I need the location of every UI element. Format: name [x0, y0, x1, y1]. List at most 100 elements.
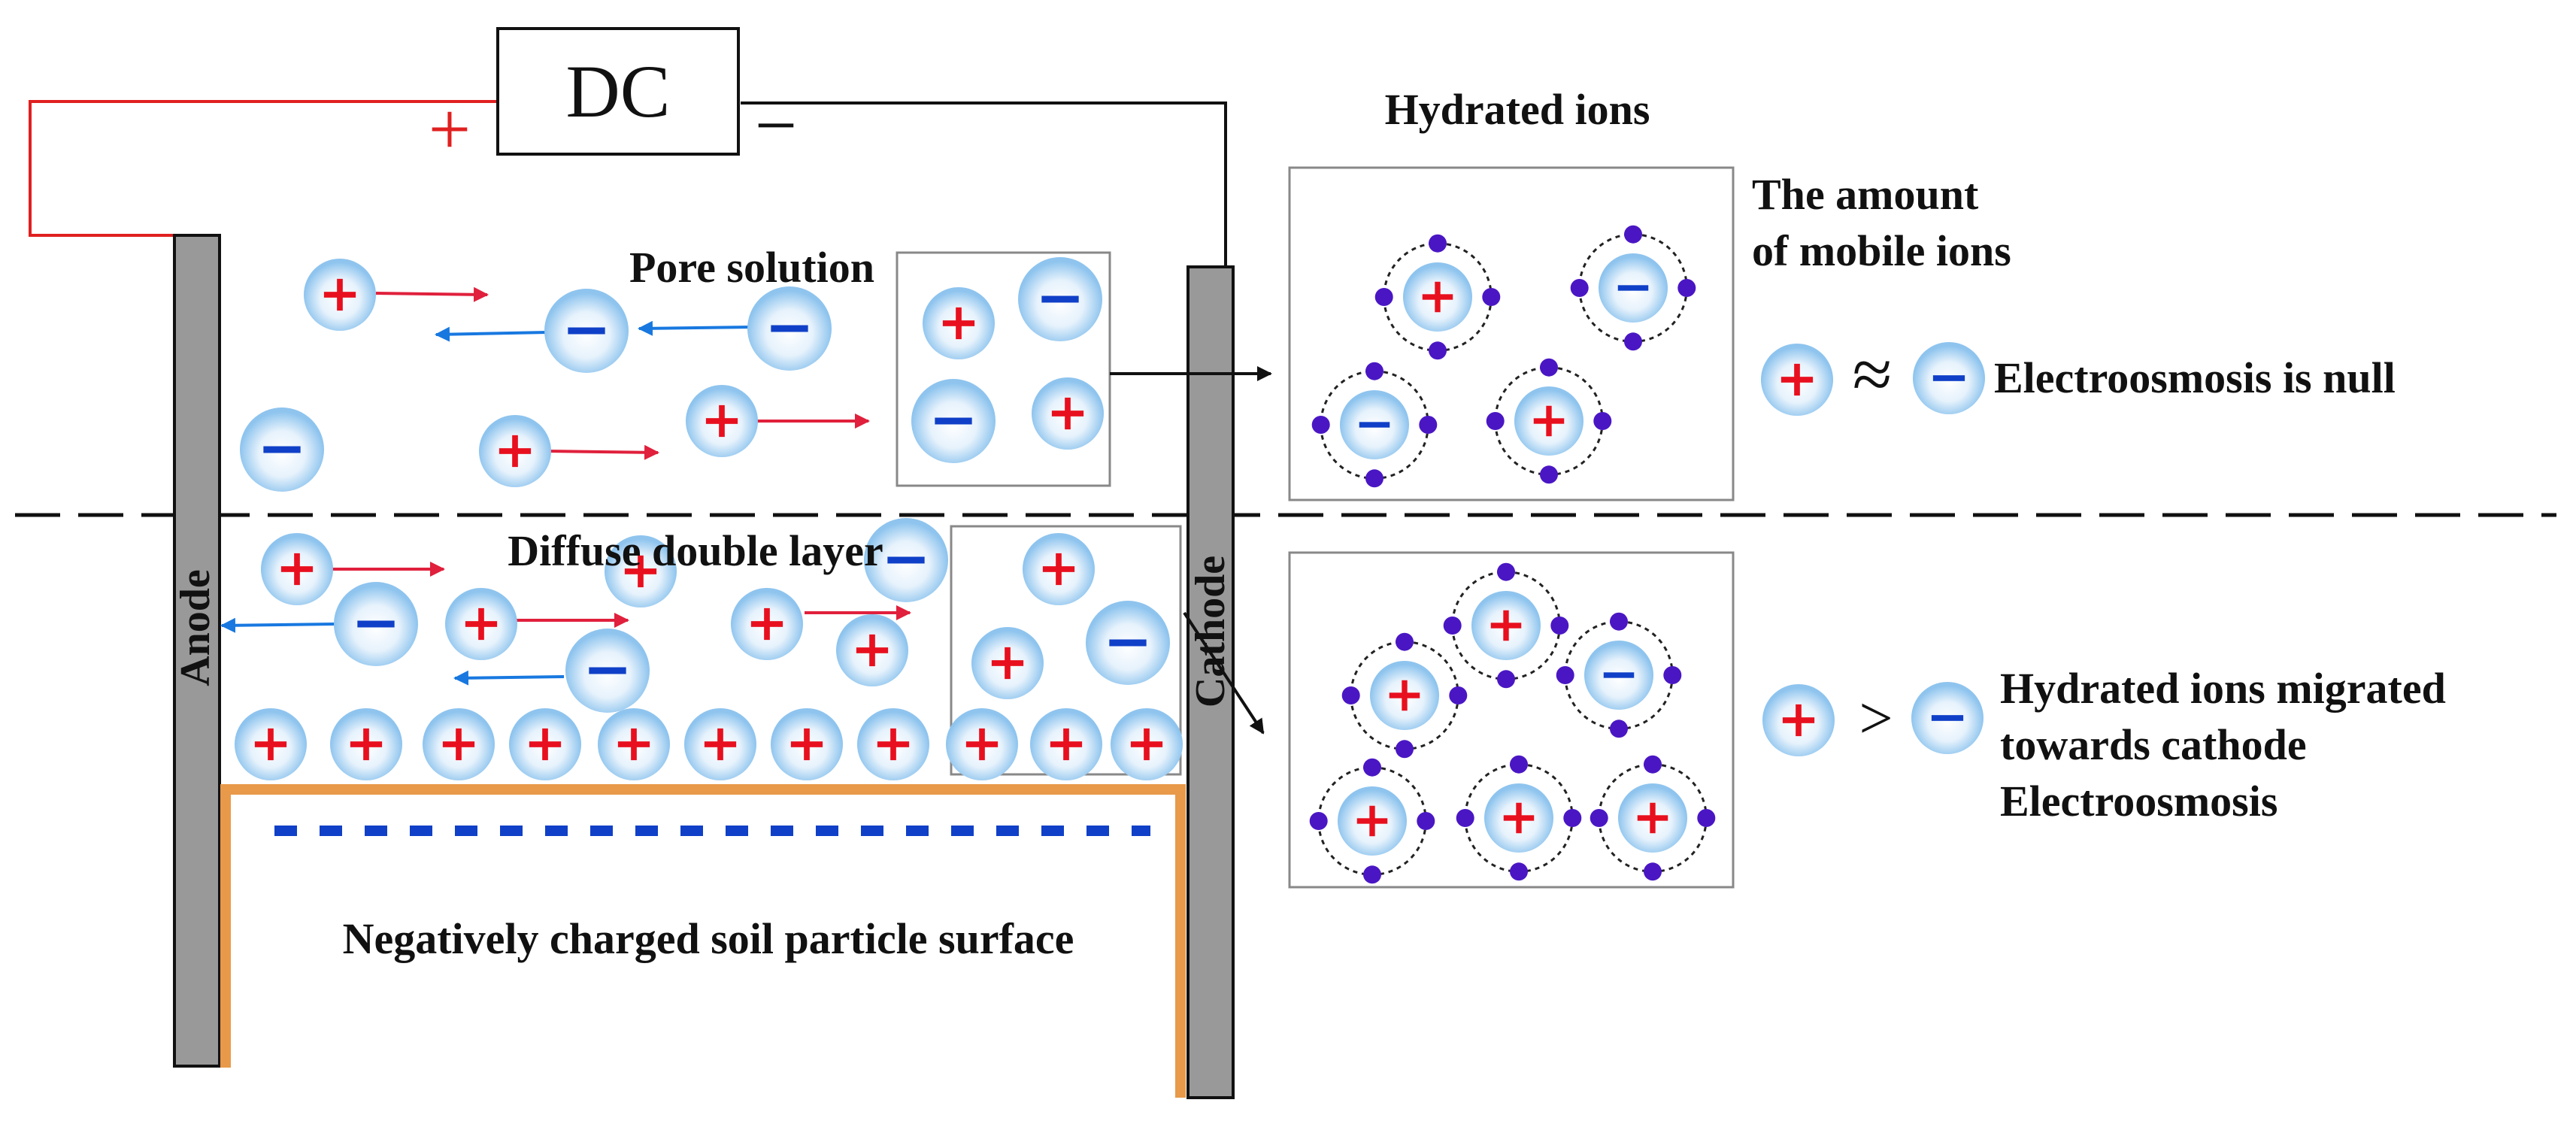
water-molecule: [1365, 469, 1383, 488]
hydrated-ions-top-box: [1288, 166, 1735, 501]
cation-ion: [923, 287, 995, 359]
water-molecule: [1429, 341, 1447, 360]
water-molecule: [1443, 617, 1462, 635]
migration-arrows: [220, 286, 911, 686]
water-molecule: [1456, 809, 1474, 827]
cation-ion: [423, 708, 495, 780]
migration-caption-line3: Electroosmosis: [2000, 777, 2277, 826]
anion-ion: [1086, 601, 1170, 685]
anion-ion: [1911, 682, 1984, 754]
cation-ion: [1456, 755, 1582, 881]
minus-icon: [935, 417, 972, 425]
water-molecule: [1396, 632, 1414, 651]
cation-ion: [509, 708, 581, 780]
minus-icon: [589, 667, 626, 674]
cation-ion: [971, 627, 1044, 699]
anion-ion: [911, 379, 996, 463]
water-molecule: [1563, 809, 1582, 827]
water-molecule: [1610, 720, 1628, 738]
water-molecule: [1610, 612, 1628, 631]
minus-icon: [263, 446, 301, 453]
positive-terminal: +: [429, 87, 471, 171]
negative-wire: [741, 101, 1227, 267]
anion-ion: [240, 407, 324, 492]
minus-icon: [1603, 672, 1635, 678]
anion-arrow: [435, 326, 548, 342]
water-molecule: [1365, 362, 1383, 380]
migration-caption-line2: towards cathode: [2000, 720, 2307, 769]
migration-caption-line1: Hydrated ions migrated: [2000, 664, 2446, 713]
soil-particle-surface: [220, 784, 1186, 1098]
mobile-ions-caption-line2: of mobile ions: [1752, 226, 2011, 275]
water-molecule: [1510, 862, 1528, 881]
cation-arrow: [547, 444, 659, 460]
cation-ion: [1443, 562, 1569, 689]
water-molecule: [1482, 288, 1501, 306]
cation-ion: [857, 708, 929, 780]
cation-ion: [304, 259, 376, 331]
minus-icon: [357, 620, 395, 628]
cation-ion: [684, 708, 756, 780]
approx-equal-sign: ≈: [1853, 334, 1893, 414]
zoom-arrow-bottom: [1183, 611, 1265, 735]
cation-ion: [445, 588, 517, 660]
water-molecule: [1374, 288, 1393, 306]
anion-ion: [1311, 362, 1438, 488]
minus-icon: [568, 327, 605, 335]
cation-ion: [598, 708, 670, 780]
pore-solution-label: Pore solution: [629, 243, 874, 292]
water-molecule: [1497, 562, 1515, 581]
cation-ion: [1030, 708, 1102, 780]
cation-ion: [731, 588, 803, 660]
anion-ion: [864, 518, 948, 602]
water-molecule: [1363, 758, 1381, 777]
minus-icon: [887, 556, 925, 564]
cation-ion: [771, 708, 843, 780]
ions-layer: [235, 225, 1985, 884]
water-molecule: [1663, 666, 1682, 684]
water-molecule: [1309, 812, 1328, 830]
water-molecule: [1556, 666, 1574, 684]
water-molecule: [1311, 416, 1330, 434]
cation-ion: [1023, 533, 1095, 605]
water-molecule: [1593, 412, 1612, 430]
anion-arrow: [220, 617, 335, 633]
cation-ion: [1032, 377, 1104, 450]
minus-icon: [1617, 285, 1649, 291]
anion-ion: [1913, 342, 1985, 414]
cation-ion: [605, 535, 677, 607]
water-molecule: [1449, 686, 1468, 704]
cation-ion: [1762, 684, 1835, 756]
water-molecule: [1644, 862, 1662, 881]
minus-icon: [1041, 295, 1079, 303]
cation-ion: [1590, 755, 1716, 881]
water-molecule: [1624, 332, 1642, 351]
cation-ion: [1374, 234, 1501, 360]
cation-ion: [261, 533, 333, 605]
water-molecule: [1590, 809, 1608, 827]
diffuse-double-layer-label: Diffuse double layer: [508, 526, 883, 575]
water-molecule: [1363, 865, 1381, 884]
water-molecule: [1341, 686, 1360, 704]
water-molecule: [1510, 755, 1528, 774]
cation-ion: [946, 708, 1018, 780]
hydrated-ions-title: Hydrated ions: [1385, 85, 1650, 134]
negative-terminal: −: [755, 83, 797, 167]
soil-surface-label: Negatively charged soil particle surface: [343, 914, 1074, 963]
minus-icon: [1932, 375, 1965, 381]
water-molecule: [1429, 234, 1447, 253]
cation-ion: [235, 708, 307, 780]
anion-ion: [334, 582, 418, 666]
water-molecule: [1396, 740, 1414, 759]
hydrated-ions-bottom-box: [1288, 551, 1735, 889]
mobile-ions-caption-line1: The amount: [1752, 170, 1979, 219]
dc-label: DC: [566, 50, 671, 133]
cation-ion: [686, 385, 758, 457]
positive-wire: [29, 100, 496, 237]
water-molecule: [1697, 809, 1716, 827]
cation-ion: [1111, 708, 1183, 780]
dc-power-supply: [496, 27, 740, 156]
pore-solution-inset: [896, 251, 1111, 487]
cation-ion: [1341, 632, 1468, 759]
